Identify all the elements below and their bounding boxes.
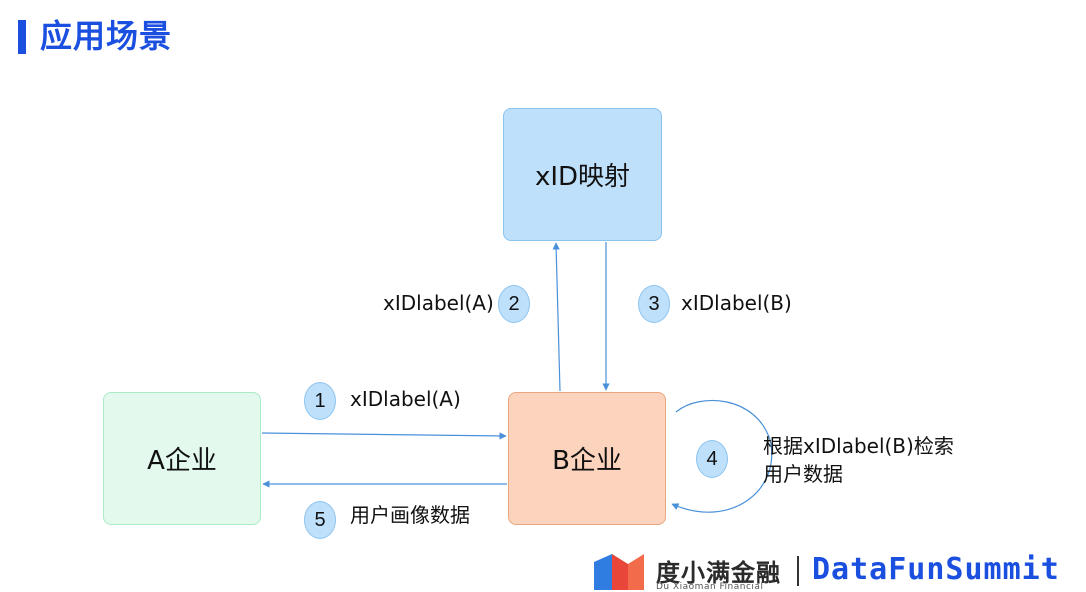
loop-arrow-b: [671, 399, 773, 513]
step-3-label: xIDlabel(B): [681, 291, 792, 315]
brand-name-cn: 度小满金融: [656, 559, 781, 587]
footer-divider: [797, 556, 799, 586]
step-2-label: xIDlabel(A): [383, 291, 494, 315]
step-5-badge: 5: [304, 501, 336, 539]
step-3-badge: 3: [638, 285, 670, 323]
event-brand: DataFunSummit: [812, 552, 1060, 587]
step-1-label: xIDlabel(A): [350, 387, 461, 411]
step-4-label-line2: 用户数据: [763, 462, 843, 486]
node-enterprise-a: A企业: [103, 392, 261, 525]
step-2-badge: 2: [498, 285, 530, 323]
title-accent-bar: [18, 20, 26, 54]
arrow-a-to-b: [261, 432, 507, 440]
step-4-label-line1: 根据xIDlabel(B)检索: [763, 434, 954, 458]
node-xid-mapping: xID映射: [503, 108, 662, 241]
node-enterprise-b: B企业: [508, 392, 666, 525]
brand-name-en: Du Xiaoman Financial: [656, 582, 764, 592]
step-1-badge: 1: [304, 382, 336, 420]
page-title: 应用场景: [40, 17, 173, 55]
step-4-badge: 4: [696, 440, 728, 478]
step-5-label: 用户画像数据: [350, 503, 470, 527]
arrow-b-to-xid: [552, 242, 561, 392]
du-xiaoman-logo-icon: [594, 554, 644, 590]
